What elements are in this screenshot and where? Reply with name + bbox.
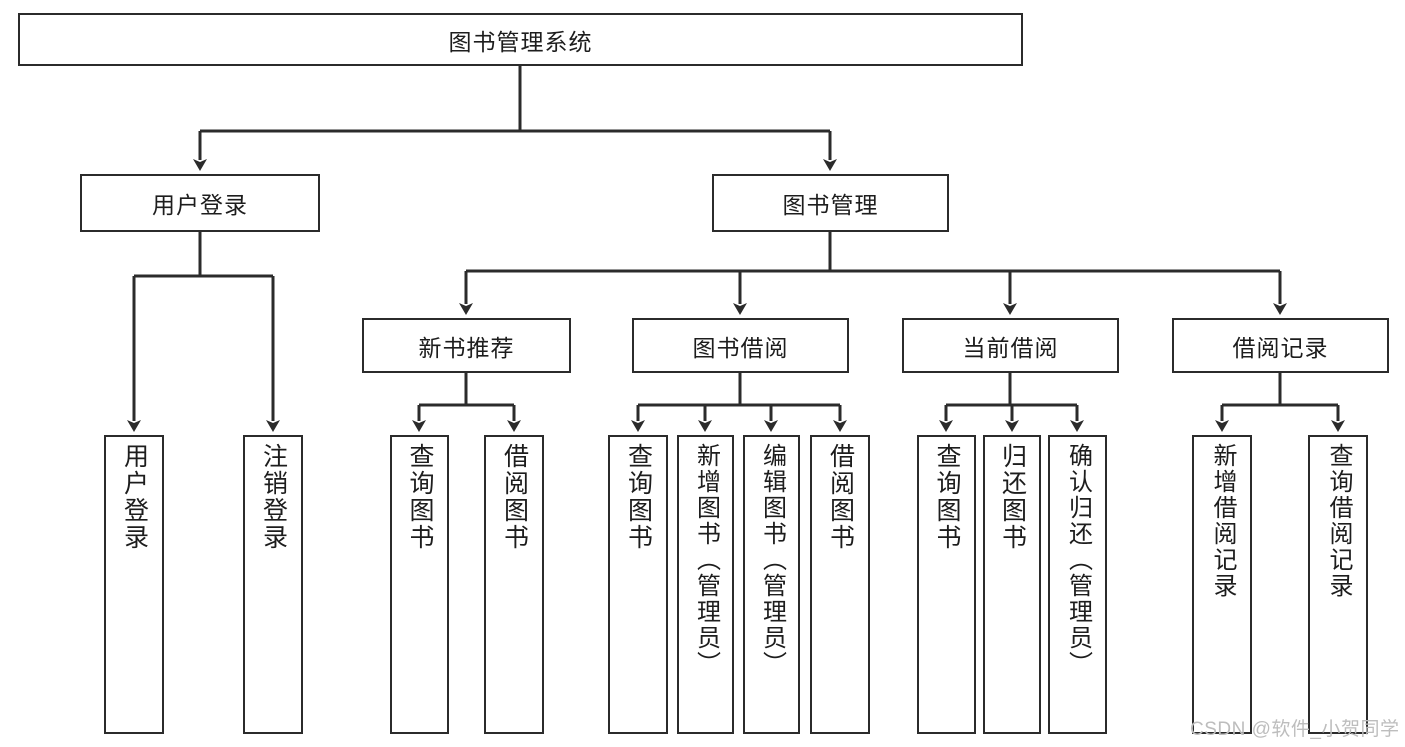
- node-leaf-query-book-2-label: 查询图书: [624, 443, 653, 551]
- node-leaf-query-book-2[interactable]: 查询图书: [608, 435, 668, 734]
- node-leaf-return-book[interactable]: 归还图书: [983, 435, 1041, 734]
- node-root-system[interactable]: 图书管理系统: [18, 13, 1023, 66]
- node-leaf-query-book-1[interactable]: 查询图书: [390, 435, 449, 734]
- node-leaf-confirm-return-admin-label: 确认归还（管理员）: [1064, 443, 1092, 677]
- node-leaf-confirm-return-admin[interactable]: 确认归还（管理员）: [1048, 435, 1107, 734]
- node-leaf-return-book-label: 归还图书: [998, 443, 1027, 551]
- node-leaf-add-book-admin[interactable]: 新增图书（管理员）: [677, 435, 734, 734]
- node-leaf-add-borrow-record-label: 新增借阅记录: [1208, 443, 1236, 599]
- node-user-login-label: 用户登录: [152, 192, 248, 218]
- node-leaf-add-book-admin-label: 新增图书（管理员）: [692, 443, 720, 677]
- node-leaf-logout-label: 注销登录: [259, 443, 288, 551]
- node-current-borrow-label: 当前借阅: [962, 334, 1059, 361]
- node-book-borrow-label: 图书借阅: [692, 334, 789, 361]
- csdn-watermark: CSDN @软件_小贺同学: [1190, 719, 1400, 740]
- node-leaf-edit-book-admin[interactable]: 编辑图书（管理员）: [743, 435, 800, 734]
- node-leaf-borrow-book-2-label: 借阅图书: [826, 443, 855, 551]
- node-leaf-borrow-book-2[interactable]: 借阅图书: [810, 435, 870, 734]
- node-user-login[interactable]: 用户登录: [80, 174, 320, 232]
- node-root-label: 图书管理系统: [448, 28, 593, 55]
- node-book-borrow[interactable]: 图书借阅: [632, 318, 849, 373]
- node-leaf-query-book-1-label: 查询图书: [406, 443, 434, 551]
- node-new-book-recommend[interactable]: 新书推荐: [362, 318, 571, 373]
- node-book-management[interactable]: 图书管理: [712, 174, 949, 232]
- node-leaf-edit-book-admin-label: 编辑图书（管理员）: [758, 443, 786, 677]
- node-leaf-user-login[interactable]: 用户登录: [104, 435, 164, 734]
- node-leaf-query-borrow-record[interactable]: 查询借阅记录: [1308, 435, 1368, 734]
- node-leaf-add-borrow-record[interactable]: 新增借阅记录: [1192, 435, 1252, 734]
- node-leaf-borrow-book-1-label: 借阅图书: [500, 443, 529, 551]
- node-leaf-user-login-label: 用户登录: [120, 443, 149, 551]
- node-book-management-label: 图书管理: [782, 192, 879, 218]
- node-leaf-logout[interactable]: 注销登录: [243, 435, 303, 734]
- node-borrow-record[interactable]: 借阅记录: [1172, 318, 1389, 373]
- node-current-borrow[interactable]: 当前借阅: [902, 318, 1119, 373]
- node-new-book-recommend-label: 新书推荐: [418, 334, 515, 361]
- node-leaf-borrow-book-1[interactable]: 借阅图书: [484, 435, 544, 734]
- node-leaf-query-borrow-record-label: 查询借阅记录: [1324, 443, 1352, 599]
- node-leaf-query-book-3[interactable]: 查询图书: [917, 435, 976, 734]
- node-leaf-query-book-3-label: 查询图书: [933, 443, 961, 551]
- node-borrow-record-label: 借阅记录: [1232, 334, 1329, 361]
